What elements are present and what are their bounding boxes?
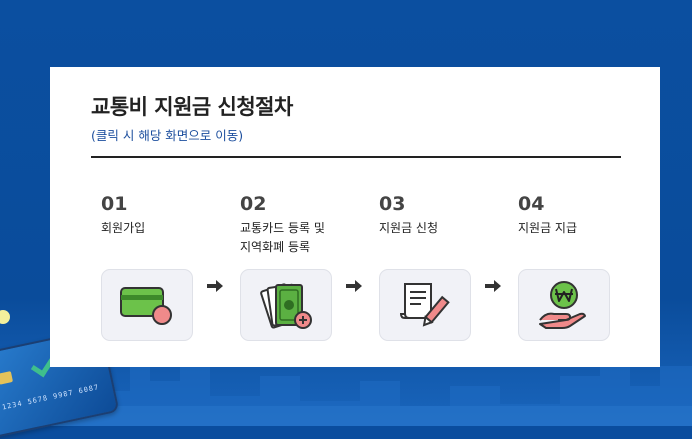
- city-skyline-decoration: [0, 356, 692, 426]
- page-subtitle: (클릭 시 해당 화면으로 이동): [91, 128, 244, 143]
- document-pen-icon: [399, 283, 450, 327]
- sun-decoration: [0, 310, 10, 324]
- card-chip-icon: [0, 371, 14, 385]
- step-1[interactable]: 01 회원가입: [101, 193, 211, 238]
- step-number: 03: [379, 193, 406, 215]
- step-label-line: 회원가입: [101, 221, 146, 235]
- arrow-right-icon: [485, 280, 501, 292]
- step-number: 02: [240, 193, 267, 215]
- won-coin-hand-icon: [539, 281, 586, 329]
- step-number: 04: [518, 193, 545, 215]
- credit-card-icon: [120, 287, 172, 325]
- page-title: 교통비 지원금 신청절차: [91, 95, 293, 119]
- step-label-line: 지원금 신청: [379, 221, 439, 235]
- step-3[interactable]: 03 지원금 신청: [379, 193, 489, 238]
- step-1-icon-button[interactable]: [101, 269, 193, 341]
- step-4-icon-button[interactable]: [518, 269, 610, 341]
- arrow-right-icon: [346, 280, 362, 292]
- step-3-icon-button[interactable]: [379, 269, 471, 341]
- application-procedure-panel: 교통비 지원금 신청절차 (클릭 시 해당 화면으로 이동) 01 회원가입 0…: [50, 67, 660, 367]
- title-divider: [91, 156, 621, 158]
- step-label-line: 지원금 지급: [518, 221, 578, 235]
- money-plus-icon: [260, 283, 312, 329]
- step-label-line: 교통카드 등록 및: [240, 221, 325, 235]
- step-label-line: 지역화폐 등록: [240, 240, 311, 254]
- step-2[interactable]: 02 교통카드 등록 및 지역화폐 등록: [240, 193, 350, 257]
- step-2-icon-button[interactable]: [240, 269, 332, 341]
- step-4[interactable]: 04 지원금 지급: [518, 193, 628, 238]
- card-number: 1234 5678 9987 6087: [1, 383, 100, 412]
- step-number: 01: [101, 193, 128, 215]
- arrow-right-icon: [207, 280, 223, 292]
